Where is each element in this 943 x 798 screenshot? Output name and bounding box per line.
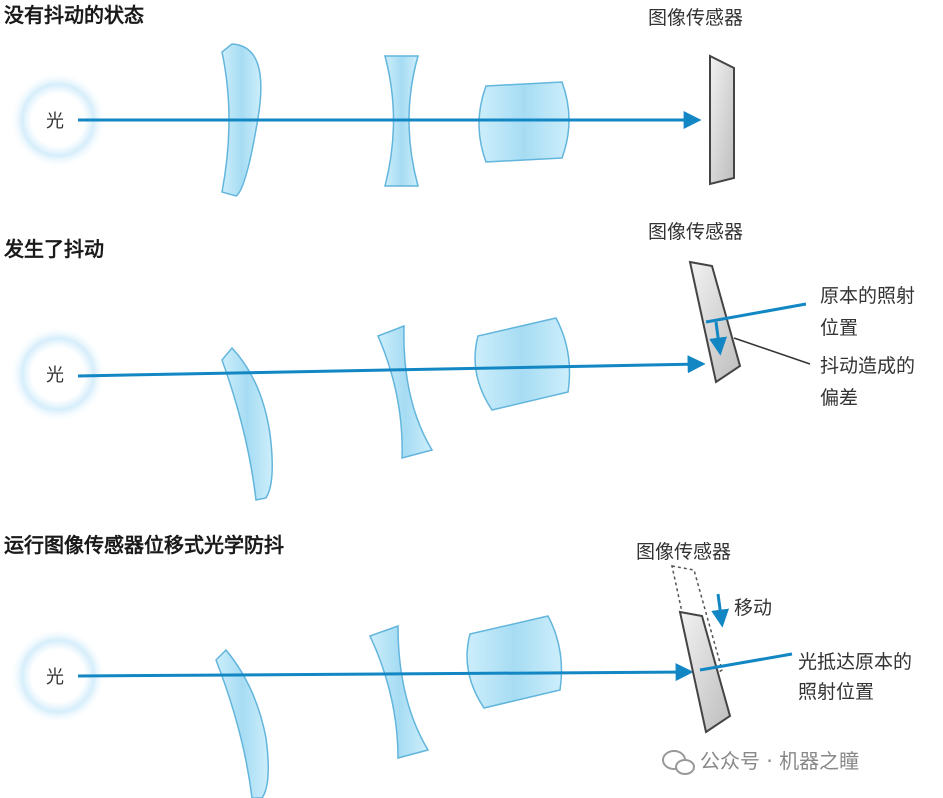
image-sensor	[709, 54, 735, 186]
lens-convex	[221, 346, 273, 501]
light-source: 光	[10, 72, 106, 168]
lens-concave	[377, 324, 434, 459]
sensor-label: 图像传感器	[636, 541, 731, 563]
callout-original-line1: 原本的照射	[820, 285, 915, 307]
panel3-title: 运行图像传感器位移式光学防抖	[4, 533, 284, 557]
panel2-title: 发生了抖动	[3, 237, 104, 261]
move-label: 移动	[734, 597, 772, 619]
watermark: 公众号 · 机器之瞳	[662, 749, 859, 775]
sensor-original-outline	[671, 565, 723, 688]
light-beam	[77, 663, 694, 682]
light-source: 光	[10, 628, 106, 724]
sensor-label: 图像传感器	[648, 7, 743, 29]
move-arrow	[711, 593, 730, 628]
panel1-title: 没有抖动的状态	[4, 3, 144, 27]
panel-sensor-shift-ois: 运行图像传感器位移式光学防抖 光 图像传感器 移动 光抵达原本的 照射位置	[4, 533, 912, 798]
wechat-icon	[662, 750, 695, 775]
lens-concave	[368, 624, 430, 759]
callout-reach-line1: 光抵达原本的	[798, 651, 912, 673]
deviation-arrow	[709, 321, 728, 356]
lens-cylinder	[474, 317, 571, 411]
watermark-text: 公众号 · 机器之瞳	[700, 749, 859, 773]
light-label: 光	[46, 667, 64, 688]
light-glow	[10, 326, 106, 422]
light-label: 光	[46, 111, 64, 132]
original-position-line	[705, 302, 807, 324]
image-sensor	[688, 260, 742, 384]
image-sensor	[678, 610, 732, 734]
light-source: 光	[10, 326, 106, 422]
light-beam	[77, 355, 706, 378]
light-glow	[10, 628, 106, 724]
arrival-line	[699, 652, 793, 672]
lens-cylinder	[478, 81, 570, 163]
lens-convex	[215, 648, 269, 798]
deviation-pointer	[733, 337, 811, 365]
callout-deviation-line2: 偏差	[820, 387, 858, 409]
panel-no-shake: 没有抖动的状态 光 图像传感器	[4, 3, 743, 197]
callout-reach-line2: 照射位置	[798, 681, 874, 703]
callout-original-line2: 位置	[820, 317, 858, 339]
lens-cylinder	[466, 615, 563, 709]
light-label: 光	[46, 365, 64, 386]
sensor-label: 图像传感器	[648, 221, 743, 243]
callout-deviation-line1: 抖动造成的	[820, 355, 915, 377]
panel-shake: 发生了抖动 光 图像传感器 原本的照射 位置 抖动造成的 偏差	[3, 221, 915, 501]
light-glow	[10, 72, 106, 168]
